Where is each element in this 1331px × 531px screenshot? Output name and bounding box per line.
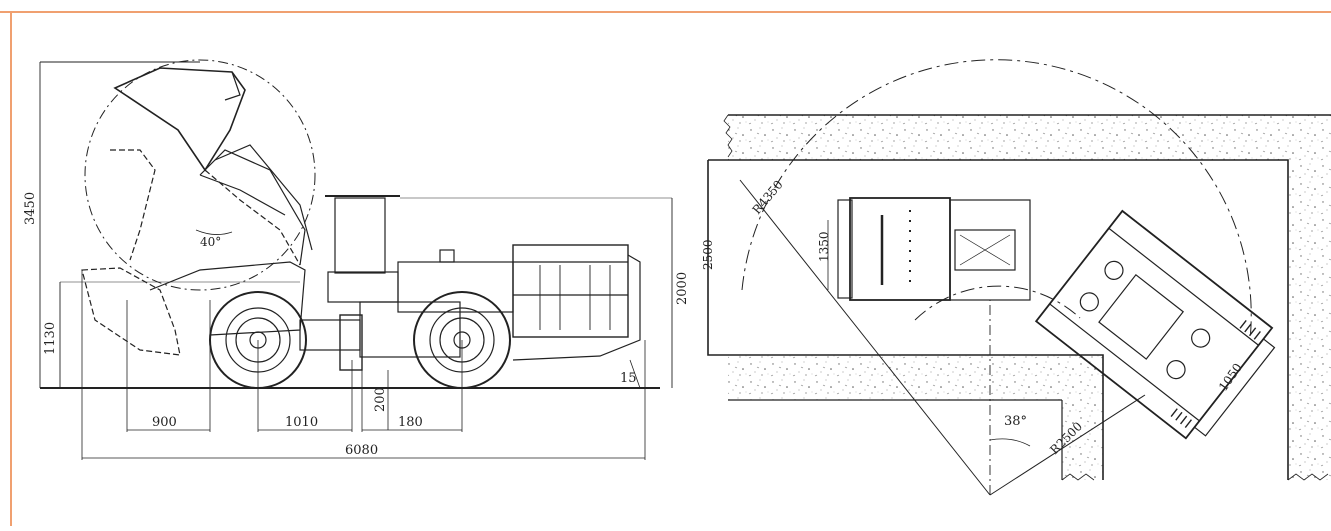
dim-rear-width: 1050 (1216, 361, 1245, 394)
dim-vehicle-width: 1350 (817, 231, 831, 262)
dim-departure: 15 (620, 371, 637, 386)
dim-dump-height: 1130 (43, 322, 58, 355)
dim-clearance: 200 (373, 387, 388, 412)
dim-front-overhang: 900 (152, 415, 177, 430)
dim-height-cab: 2000 (675, 272, 690, 305)
dim-articulation-angle: 38° (1004, 414, 1027, 429)
dim-tunnel-width: 2500 (701, 239, 715, 270)
dim-wheelbase-half: 1010 (285, 415, 318, 430)
side-view (39, 59, 673, 460)
dim-outer-radius: R4350 (750, 178, 786, 217)
dim-rear-offset: 180 (398, 415, 423, 430)
dim-dump-angle: 40° (200, 235, 221, 249)
dim-length: 6080 (345, 443, 378, 458)
plan-view-lines (707, 59, 1331, 496)
frame-border (0, 11, 1331, 526)
dim-height-overall: 3450 (23, 192, 38, 225)
